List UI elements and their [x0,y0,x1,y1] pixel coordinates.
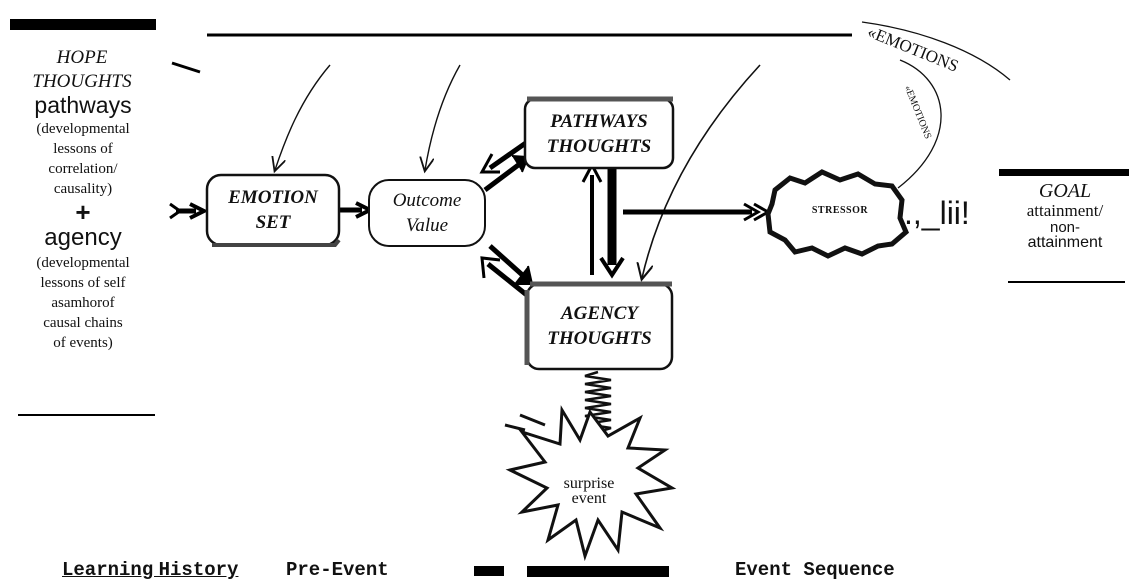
outcome-value-box [368,179,486,247]
curve-emotions-arc [861,21,1011,81]
outcome-value-line: Value [405,215,449,236]
learning-history-label: Learning History [62,559,239,581]
plus-sign: + [75,197,91,227]
pathways-thoughts-label: PATHWAYS THOUGHTS [525,109,673,159]
curve-to-agency [642,64,761,278]
goal-line2: non- [1049,219,1081,236]
curve-to-emotion-set [275,64,331,170]
curve-to-outcome-value [425,64,461,170]
hope-thoughts-title: HOPE THOUGHTS [10,46,154,94]
surprise-event-line: surprise [563,475,615,492]
agency-label: agency [44,224,122,251]
agency-note-line: of events) [53,335,113,351]
pathways-note-line: (developmental [36,121,130,137]
pathways-thoughts-line: PATHWAYS [550,111,648,132]
pathways-label: pathways [34,92,132,118]
emotion-to-outcome-arrow [340,201,375,219]
pathways-note-line: causality) [53,181,113,197]
to-stressor-arrow [623,202,772,222]
goal-line3: attainment [1027,234,1103,251]
emotion-set-line: SET [255,212,291,233]
outcome-agency-arrows [480,244,534,298]
curve-emotions-feedback [897,59,942,189]
hope-title-line1: HOPE [56,47,108,68]
pathways-agency-arrows [581,161,625,279]
event-sequence-label: Event Sequence [735,559,895,581]
pre-event-label: Pre-Event [286,559,389,581]
agency-note-line: lessons of self [40,275,126,291]
left-top-bar [10,19,156,30]
input-arrow [169,202,209,220]
hope-title-line2: THOUGHTS [32,71,132,92]
outcome-pathways-arrows [479,137,532,192]
bottom-bar-large [527,566,669,577]
agency-thoughts-line: AGENCY [560,303,639,324]
pathways-thoughts-line: THOUGHTS [546,136,652,157]
outcome-value-label: Outcome Value [369,188,485,238]
emotion-set-line: EMOTION [228,187,318,208]
pathways-note: (developmental lessons of correlation/ c… [0,119,166,199]
agency-note-line: (developmental [36,255,130,271]
agency-note-line: asamhorof [51,295,115,311]
surprise-event-label: surprise event [548,475,630,507]
surprise-starburst [505,405,677,562]
right-top-bar [999,169,1129,176]
agency-note: (developmental lessons of self asamhorof… [0,253,166,353]
pathways-note-line: correlation/ [48,161,118,177]
surprise-event-line: event [571,490,607,507]
outcome-value-line: Outcome [392,190,462,211]
bottom-bar-small [474,566,504,576]
stressor-label: STRESSOR [811,205,869,216]
agency-note-line: causal chains [43,315,123,331]
agency-thoughts-label: AGENCY THOUGHTS [527,301,672,351]
stressor-blob [765,169,910,259]
goal-block: GOAL attainment/ non- attainment [1004,181,1126,251]
goal-title: GOAL [1038,180,1092,202]
goal-line1: attainment/ [1026,201,1104,220]
hope-tick [171,61,201,74]
emotion-set-label: EMOTION SET [207,185,339,235]
pathways-note-line: lessons of [53,141,113,157]
agency-thoughts-line: THOUGHTS [547,328,652,349]
stressor-trail: .,_lii! [904,195,970,231]
